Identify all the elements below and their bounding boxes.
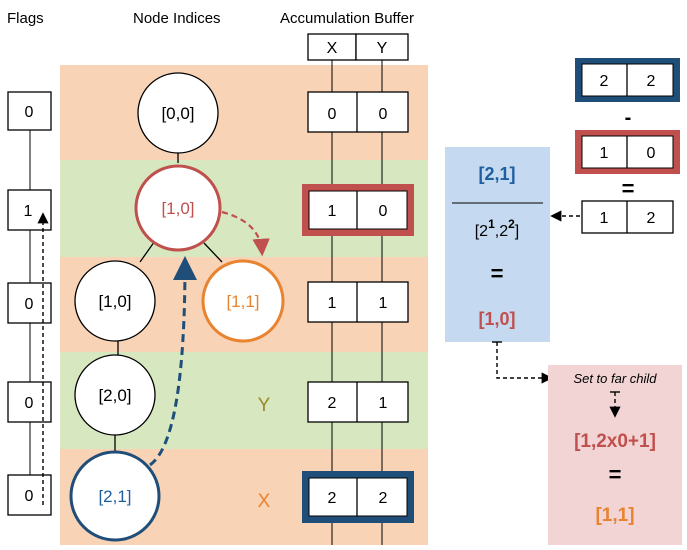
pink-box: Set to far child [1,2x0+1] = [1,1] xyxy=(548,365,682,545)
tree-node-level4 xyxy=(69,450,161,542)
buffer-xy-header: X Y xyxy=(307,33,409,61)
blue-fraction-box: [2,1] [21,22] = [1,0] xyxy=(445,147,550,342)
buffer-rows: 0 0 1 0 1 1 2 1 2 2 xyxy=(302,91,414,523)
calc-column: 2 2 - 1 0 = 1 2 xyxy=(575,58,680,234)
den-open: [2 xyxy=(475,223,488,240)
buffer-value-y: 0 xyxy=(379,203,388,220)
header-x-cell xyxy=(307,33,357,61)
blue-box-result: [1,0] xyxy=(478,309,515,329)
tree-node-label: [0,0] xyxy=(161,104,194,123)
flag-value: 0 xyxy=(25,104,34,121)
flags-column: 0 1 0 0 0 xyxy=(7,91,52,516)
tree-node-level1 xyxy=(134,164,222,252)
tree-edge xyxy=(203,242,223,263)
den-exp1: 1 xyxy=(488,217,495,231)
tree-node-label: [1,0] xyxy=(98,292,131,311)
header-node-indices: Node Indices xyxy=(133,10,221,27)
pink-box-expr: [1,2x0+1] xyxy=(574,431,656,452)
buffer-value-y: 0 xyxy=(379,106,388,123)
flag-value: 0 xyxy=(25,395,34,412)
flag-box xyxy=(7,381,52,423)
buffer-value-y: 1 xyxy=(379,295,388,312)
header-x: X xyxy=(327,40,338,57)
blue-box-equals: = xyxy=(491,261,504,286)
tree-nodes: [0,0] [1,0] [1,0] [1,1] [2,0] [2,1] xyxy=(69,72,285,542)
buffer-value-x: 1 xyxy=(328,295,337,312)
pink-box-result: [1,1] xyxy=(595,505,634,526)
tree-node-level2-right xyxy=(201,259,285,343)
tree-node-level3 xyxy=(74,354,156,436)
header-accumulation-buffer: Accumulation Buffer xyxy=(280,10,414,27)
header-y-cell xyxy=(355,33,409,61)
tree-node-level2-left xyxy=(74,260,156,342)
flag-box xyxy=(7,474,52,516)
flag-value: 0 xyxy=(25,296,34,313)
buffer-row-box xyxy=(308,477,408,517)
buffer-value-y: 1 xyxy=(379,395,388,412)
buffer-row-box xyxy=(307,381,409,423)
calc-equals: = xyxy=(622,176,635,201)
blue-to-far-child-arrow xyxy=(496,342,553,384)
calc-top-b: 2 xyxy=(647,73,656,90)
row-label-y: Y xyxy=(258,395,271,416)
tree-node-label: [1,0] xyxy=(161,199,194,218)
calc-top-a: 2 xyxy=(600,73,609,90)
pink-box-equals: = xyxy=(609,462,622,487)
calc-result-b: 2 xyxy=(647,210,656,227)
den-close: ] xyxy=(515,223,519,240)
buffer-value-x: 2 xyxy=(328,395,337,412)
row-label-x: X xyxy=(258,491,271,512)
buffer-value-x: 1 xyxy=(328,203,337,220)
fraction-denominator: [21,22] xyxy=(475,217,520,240)
tree-node-label: [2,0] xyxy=(98,386,131,405)
buffer-value-x: 2 xyxy=(328,490,337,507)
buffer-value-y: 2 xyxy=(379,490,388,507)
header-flags: Flags xyxy=(7,10,44,27)
tree-node-label: [1,1] xyxy=(226,292,259,311)
tree-node-label: [2,1] xyxy=(98,487,131,506)
buffer-row-box xyxy=(307,91,409,133)
set-far-child-label: Set to far child xyxy=(573,371,657,386)
calc-mid-a: 1 xyxy=(600,145,609,162)
flag-box xyxy=(7,282,52,324)
tree-node-root xyxy=(137,72,219,154)
buffer-row-box xyxy=(307,281,409,323)
blue-box-bg xyxy=(445,147,550,342)
header-y: Y xyxy=(377,40,388,57)
buffer-row-box xyxy=(308,190,408,230)
calc-minus: - xyxy=(625,107,632,129)
flag-box xyxy=(7,91,52,131)
calc-result-a: 1 xyxy=(600,210,609,227)
den-mid: ,2 xyxy=(495,223,508,240)
flag-value: 0 xyxy=(25,488,34,505)
calc-mid-b: 0 xyxy=(647,145,656,162)
blue-box-title: [2,1] xyxy=(478,164,515,184)
den-exp2: 2 xyxy=(508,217,515,231)
flag-value: 1 xyxy=(24,203,33,220)
buffer-value-x: 0 xyxy=(328,106,337,123)
red-dashed-arrow xyxy=(221,210,270,257)
blue-dashed-arrow xyxy=(149,256,197,467)
